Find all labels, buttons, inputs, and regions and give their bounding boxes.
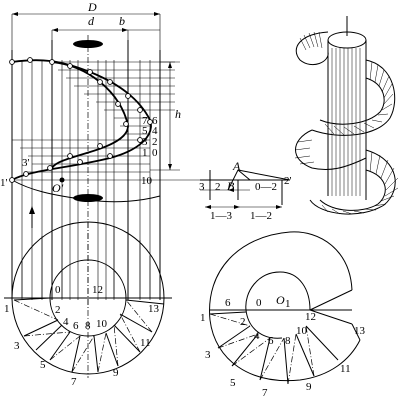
stack-label: 4 <box>152 125 158 137</box>
front-elevation: D d b <box>0 0 290 310</box>
shaft-section-top <box>73 40 103 48</box>
dim-b-label: b <box>119 14 125 28</box>
label-2: 2 <box>215 181 221 193</box>
plan-label: 3 <box>205 349 211 361</box>
label-1-2: 1—2 <box>250 210 272 222</box>
label-B: B <box>227 179 235 193</box>
plan-label: 7 <box>262 387 268 399</box>
plan-label: 1 <box>4 303 10 315</box>
left-plan-view: 0 12 1 2 4 6 8 10 13 3 5 7 9 11 <box>4 221 172 388</box>
plan-label: 11 <box>140 337 151 349</box>
stack-label: 2 <box>152 136 158 148</box>
stack-label-ten: 10 <box>141 175 153 187</box>
label-O1: O <box>276 293 285 307</box>
plan-label: 0 <box>256 297 262 309</box>
label-2-prime: 2' <box>284 175 292 187</box>
plan-label: 11 <box>340 363 351 375</box>
plan-label: 13 <box>354 325 366 337</box>
plan-label: 10 <box>96 318 108 330</box>
dim-d-label: d <box>88 14 95 28</box>
stack-label: 0 <box>152 147 158 159</box>
plan-label: 4 <box>63 316 69 328</box>
label-0-2: 0—2 <box>255 181 277 193</box>
plan-label: 10 <box>296 325 308 337</box>
stack-label: 7 <box>142 115 148 127</box>
plan-label: 3 <box>14 340 20 352</box>
right-plan-view: 6 0 O 1 1 2 4 3 6 8 10 12 13 5 7 9 11 <box>200 231 366 399</box>
plan-label: 5 <box>230 377 236 389</box>
label-3-prime: 3' <box>22 157 30 169</box>
stack-label: 3 <box>142 136 148 148</box>
plan-label: 6 <box>268 335 274 347</box>
plan-label: 8 <box>85 320 91 332</box>
plan-label: 1 <box>200 312 206 324</box>
label-1-3: 1—3 <box>210 210 233 222</box>
label-O-prime: O' <box>52 181 64 195</box>
plan-label: 2 <box>240 316 246 328</box>
label-A: A <box>232 159 241 173</box>
label-1-prime: 1' <box>0 177 8 189</box>
true-length-construction: A B 3 2 0—2 2' 1—3 1—2 <box>199 159 292 222</box>
plan-label: 9 <box>113 367 119 379</box>
up-arrow-icon <box>29 206 35 214</box>
shaft-section-bottom <box>73 194 103 202</box>
dim-D-label: D <box>87 0 97 14</box>
plan-label: 9 <box>306 381 312 393</box>
helical-stair-3d-view <box>294 16 399 215</box>
label-3: 3 <box>199 181 205 193</box>
stack-label: 6 <box>152 115 158 127</box>
plan-label: 4 <box>254 330 260 342</box>
plan-label: 6 <box>225 297 231 309</box>
plan-label: 2 <box>55 304 61 316</box>
plan-label: 13 <box>148 303 160 315</box>
dim-h-label: h <box>175 107 181 121</box>
plan-label: 12 <box>92 284 103 296</box>
plan-label: 0 <box>55 284 61 296</box>
plan-label: 5 <box>40 359 46 371</box>
stack-label: 1 <box>142 147 148 159</box>
plan-label: 7 <box>71 376 77 388</box>
stack-label: 5 <box>142 125 148 137</box>
plan-label: 12 <box>305 311 316 323</box>
label-O1-sub: 1 <box>285 298 291 310</box>
plan-label: 6 <box>73 320 79 332</box>
plan-label: 8 <box>285 335 291 347</box>
